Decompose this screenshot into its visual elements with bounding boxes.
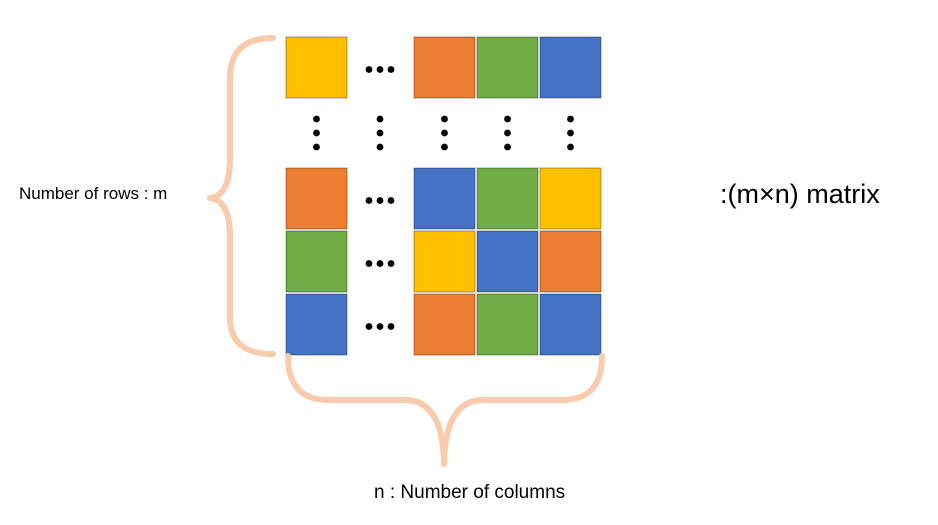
matrix-cell (413, 293, 476, 356)
vertical-ellipsis-dot (313, 115, 320, 123)
rows-label: Number of rows : m (19, 184, 168, 203)
matrix-cell (285, 293, 348, 356)
horizontal-ellipsis-dot (365, 323, 373, 330)
horizontal-ellipsis-dot (387, 260, 395, 267)
matrix-cell (476, 167, 539, 230)
rows-brace (207, 35, 276, 357)
horizontal-ellipsis-dot (376, 66, 384, 73)
matrix-cell (476, 293, 539, 356)
matrix-cell (285, 167, 348, 230)
matrix-cell (539, 36, 602, 99)
vertical-ellipsis-dot (441, 143, 448, 151)
vertical-ellipsis-dot (441, 129, 448, 137)
matrix-cell (413, 36, 476, 99)
matrix-cell (285, 36, 348, 99)
horizontal-ellipsis-dot (387, 66, 395, 73)
horizontal-ellipsis-dot (376, 197, 384, 204)
columns-label: n : Number of columns (374, 482, 566, 503)
horizontal-ellipsis-dot (376, 260, 384, 267)
horizontal-ellipsis-dot (365, 66, 373, 73)
vertical-ellipsis-dot (376, 143, 384, 151)
vertical-ellipsis-dot (504, 143, 511, 151)
horizontal-ellipsis-dot (387, 197, 395, 204)
vertical-ellipsis-dot (313, 129, 320, 137)
vertical-ellipsis-dot (313, 143, 320, 151)
vertical-ellipsis-dot (504, 129, 511, 137)
vertical-ellipsis-dot (376, 115, 384, 123)
matrix-cell (476, 36, 539, 99)
matrix-cell (413, 167, 476, 230)
matrix-cell (539, 230, 602, 293)
horizontal-ellipsis-dot (376, 323, 384, 330)
ellipsis-marks (313, 66, 574, 330)
columns-brace (285, 353, 605, 467)
matrix-cell (413, 230, 476, 293)
vertical-ellipsis-dot (504, 115, 511, 123)
vertical-ellipsis-dot (567, 115, 574, 123)
matrix-cells (285, 36, 602, 356)
vertical-ellipsis-dot (376, 129, 384, 137)
matrix-label: :(m×n) matrix (720, 179, 880, 209)
vertical-ellipsis-dot (567, 143, 574, 151)
horizontal-ellipsis-dot (365, 260, 373, 267)
vertical-ellipsis-dot (441, 115, 448, 123)
matrix-cell (539, 293, 602, 356)
vertical-ellipsis-dot (567, 129, 574, 137)
horizontal-ellipsis-dot (387, 323, 395, 330)
matrix-cell (539, 167, 602, 230)
horizontal-ellipsis-dot (365, 197, 373, 204)
matrix-cell (476, 230, 539, 293)
matrix-cell (285, 230, 348, 293)
